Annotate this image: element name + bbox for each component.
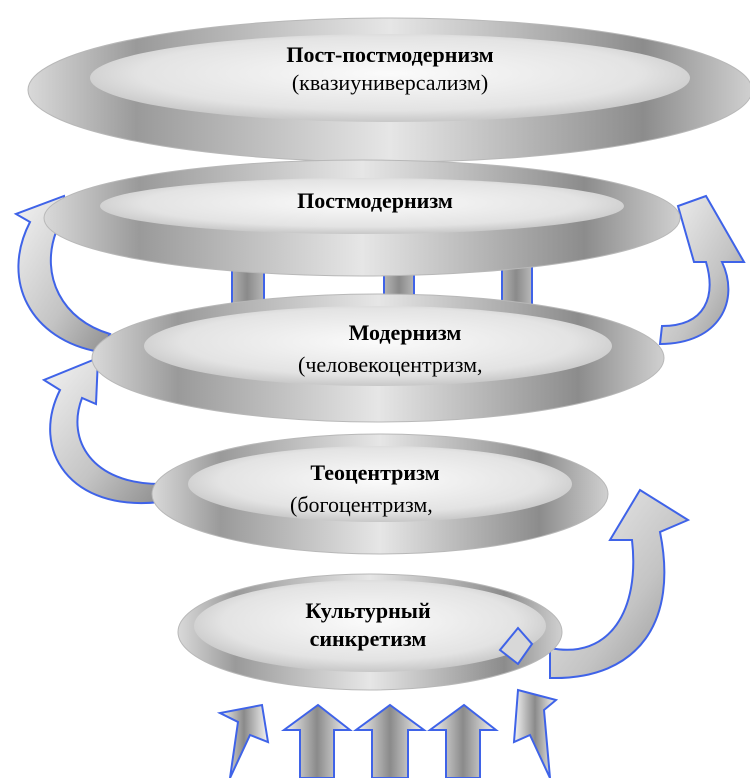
curved-arrows [13,194,746,680]
disc-syncretism [177,573,563,691]
curved-arrow-right-upper [658,194,746,346]
subtitle-syncretism: синкретизм [309,626,427,651]
disc-modernism [91,293,665,423]
bottom-arrow-1 [216,703,270,778]
title-postmodernism: Постмодернизм [297,188,453,213]
bottom-arrows [216,688,559,778]
bottom-arrow-4 [426,703,499,778]
disc-post-postmodernism [27,17,750,163]
title-post-postmodernism: Пост-постмодернизм [286,42,494,67]
curved-arrow-right-lower [549,488,691,680]
curved-arrow-left-middle [41,356,161,505]
disc-theocentrism [151,433,609,555]
bottom-arrow-2 [280,703,353,778]
curved-arrow-left-upper [13,194,112,354]
disc-postmodernism [43,159,681,277]
title-modernism: Модернизм [348,320,462,345]
arrow-base-notch [498,626,534,666]
subtitle-theocentrism: (богоцентризм, [290,492,433,517]
subtitle-modernism: (человекоцентризм, [298,352,483,377]
subtitle-post-postmodernism: (квазиуниверсализм) [291,70,489,95]
title-syncretism: Культурный [305,598,431,623]
bottom-arrow-3 [352,703,428,778]
bottom-arrow-5 [512,688,559,778]
title-theocentrism: Теоцентризм [310,460,440,485]
